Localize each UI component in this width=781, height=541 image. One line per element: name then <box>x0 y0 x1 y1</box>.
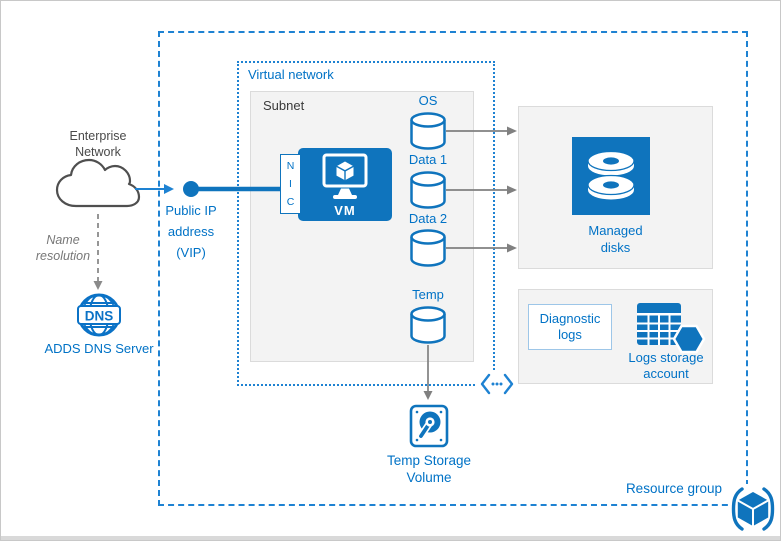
resource-group-label: Resource group <box>625 481 722 496</box>
resource-group-border <box>158 31 748 506</box>
dns-globe-icon: DNS <box>75 291 123 344</box>
resource-group-icon <box>728 484 780 536</box>
bidirectional-arrow-glyph <box>477 372 517 396</box>
name-resolution-label: Name resolution <box>35 233 91 263</box>
vm-monitor-icon <box>322 153 368 199</box>
disk-data1-label: Data 1 <box>408 152 448 167</box>
logs-storage-account-icon <box>635 301 707 368</box>
disk-data2-label: Data 2 <box>408 211 448 226</box>
diagnostic-logs-box: Diagnostic logs <box>528 304 612 350</box>
nic-box: N I C <box>280 154 301 214</box>
image-bottom-edge <box>1 536 780 540</box>
public-ip-label: Public IP address (VIP) <box>165 203 217 260</box>
virtual-network-border <box>237 61 495 386</box>
logs-storage-account-label: Logs storage account <box>628 350 704 381</box>
cloud-icon <box>52 156 144 221</box>
disk-data1-icon <box>408 170 448 215</box>
temp-storage-volume-icon <box>408 403 450 454</box>
temp-storage-volume-label: Temp Storage Volume <box>386 453 472 485</box>
disk-os-label: OS <box>418 93 438 108</box>
adds-dns-server-label: ADDS DNS Server <box>44 341 154 356</box>
virtual-network-label: Virtual network <box>248 67 334 82</box>
dns-icon-text: DNS <box>85 309 114 324</box>
disk-os-icon <box>408 111 448 156</box>
subnet-label: Subnet <box>263 98 305 113</box>
vm-box: VM <box>298 148 392 221</box>
managed-disks-label: Managed disks <box>588 223 643 255</box>
disk-temp-icon <box>408 305 448 350</box>
disk-temp-label: Temp <box>412 287 444 302</box>
vm-label: VM <box>334 203 356 218</box>
managed-disks-icon <box>572 137 650 215</box>
enterprise-network-label: Enterprise Network <box>69 129 127 159</box>
disk-data2-icon <box>408 228 448 273</box>
